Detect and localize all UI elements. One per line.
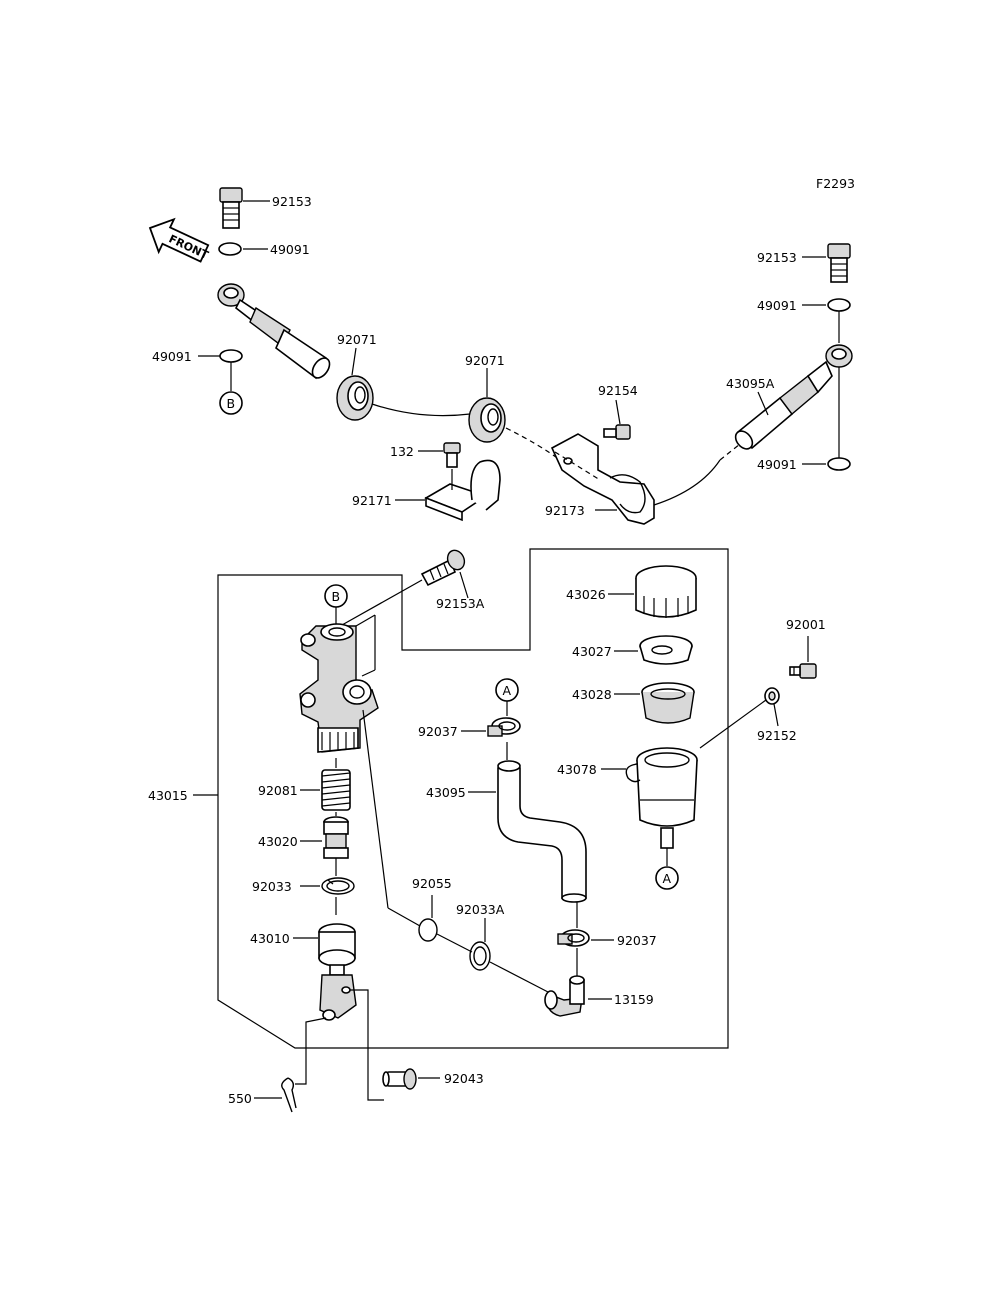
brake-hose-left-end[interactable] (217, 283, 333, 381)
elbow-fitting-13159[interactable] (544, 975, 585, 1017)
label-92173: 92173 (545, 503, 585, 518)
washer-49091-right-bottom[interactable] (827, 457, 851, 471)
label-92153A: 92153A (436, 596, 485, 611)
label-43020: 43020 (258, 834, 298, 849)
ref-b-circle (219, 391, 243, 415)
bolt-92153-right[interactable] (827, 243, 851, 283)
front-arrow-icon: FRONT (148, 217, 211, 263)
label-92153-left: 92153 (272, 194, 312, 209)
reservoir-diaphragm-43028[interactable] (641, 682, 695, 724)
reservoir-hose-43095[interactable] (497, 760, 587, 903)
reservoir-tank-43078[interactable] (625, 747, 698, 849)
label-92152: 92152 (757, 728, 797, 743)
label-92171: 92171 (352, 493, 392, 508)
label-43095: 43095 (426, 785, 466, 800)
screw-92001[interactable] (789, 663, 817, 679)
label-43028: 43028 (572, 687, 612, 702)
circlip-92033A[interactable] (469, 941, 491, 971)
label-92154: 92154 (598, 383, 638, 398)
label-92071-mid: 92071 (465, 353, 505, 368)
reservoir-plate-43027[interactable] (639, 635, 693, 665)
ref-a-label-2: A (663, 871, 672, 886)
label-132: 132 (390, 444, 414, 459)
label-49091-left-top: 49091 (270, 242, 310, 257)
label-13159: 13159 (614, 992, 654, 1007)
hose-clamp-92037-bottom[interactable] (557, 929, 590, 947)
label-92071-left: 92071 (337, 332, 377, 347)
label-92033: 92033 (252, 879, 292, 894)
bolt-92153-left[interactable] (219, 187, 243, 229)
grommet-92071-left[interactable] (336, 375, 374, 421)
master-cylinder-body[interactable] (299, 623, 379, 753)
label-43015: 43015 (148, 788, 188, 803)
ref-a-circle-2 (655, 866, 679, 890)
cotter-pin-550[interactable] (281, 1077, 297, 1113)
pushrod-43010[interactable] (318, 923, 357, 1021)
pin-92043[interactable] (382, 1068, 417, 1090)
bolt-92153A[interactable] (420, 548, 467, 587)
ref-b-label: B (227, 396, 236, 411)
piston-43020[interactable] (323, 816, 349, 859)
label-92037-top: 92037 (418, 724, 458, 739)
washer-49091-left-bottom[interactable] (219, 349, 243, 363)
label-550: 550 (228, 1091, 252, 1106)
label-49091-right-top: 49091 (757, 298, 797, 313)
label-92037-bottom: 92037 (617, 933, 657, 948)
washer-49091-right-top[interactable] (827, 298, 851, 312)
grommet-92071-mid[interactable] (468, 397, 506, 443)
ref-a-label: A (503, 683, 512, 698)
hose-clamp-92037-top[interactable] (487, 717, 521, 737)
label-92001: 92001 (786, 617, 826, 632)
label-49091-right-bottom: 49091 (757, 457, 797, 472)
label-43078: 43078 (557, 762, 597, 777)
ref-b-label-2: B (332, 589, 341, 604)
bolt-92154[interactable] (603, 424, 631, 440)
label-49091-left-bottom: 49091 (152, 349, 192, 364)
label-43095A: 43095A (726, 376, 775, 391)
label-43010: 43010 (250, 931, 290, 946)
figure-code: F2293 (816, 176, 855, 191)
ref-a-circle (495, 678, 519, 702)
reservoir-cap-43026[interactable] (635, 565, 697, 618)
label-92033A: 92033A (456, 902, 505, 917)
label-92153-right: 92153 (757, 250, 797, 265)
brake-hose-right-end[interactable] (732, 344, 853, 452)
circlip-92033[interactable] (321, 877, 355, 895)
label-92055: 92055 (412, 876, 452, 891)
clamp-92171[interactable] (424, 459, 501, 522)
label-92043: 92043 (444, 1071, 484, 1086)
label-92081: 92081 (258, 783, 298, 798)
washer-49091-left-top[interactable] (218, 242, 242, 256)
bolt-132[interactable] (443, 442, 461, 468)
label-43026: 43026 (566, 587, 606, 602)
spring-92081[interactable] (321, 769, 351, 811)
oring-92055[interactable] (418, 918, 438, 942)
label-43027: 43027 (572, 644, 612, 659)
bushing-92152[interactable] (764, 687, 780, 705)
